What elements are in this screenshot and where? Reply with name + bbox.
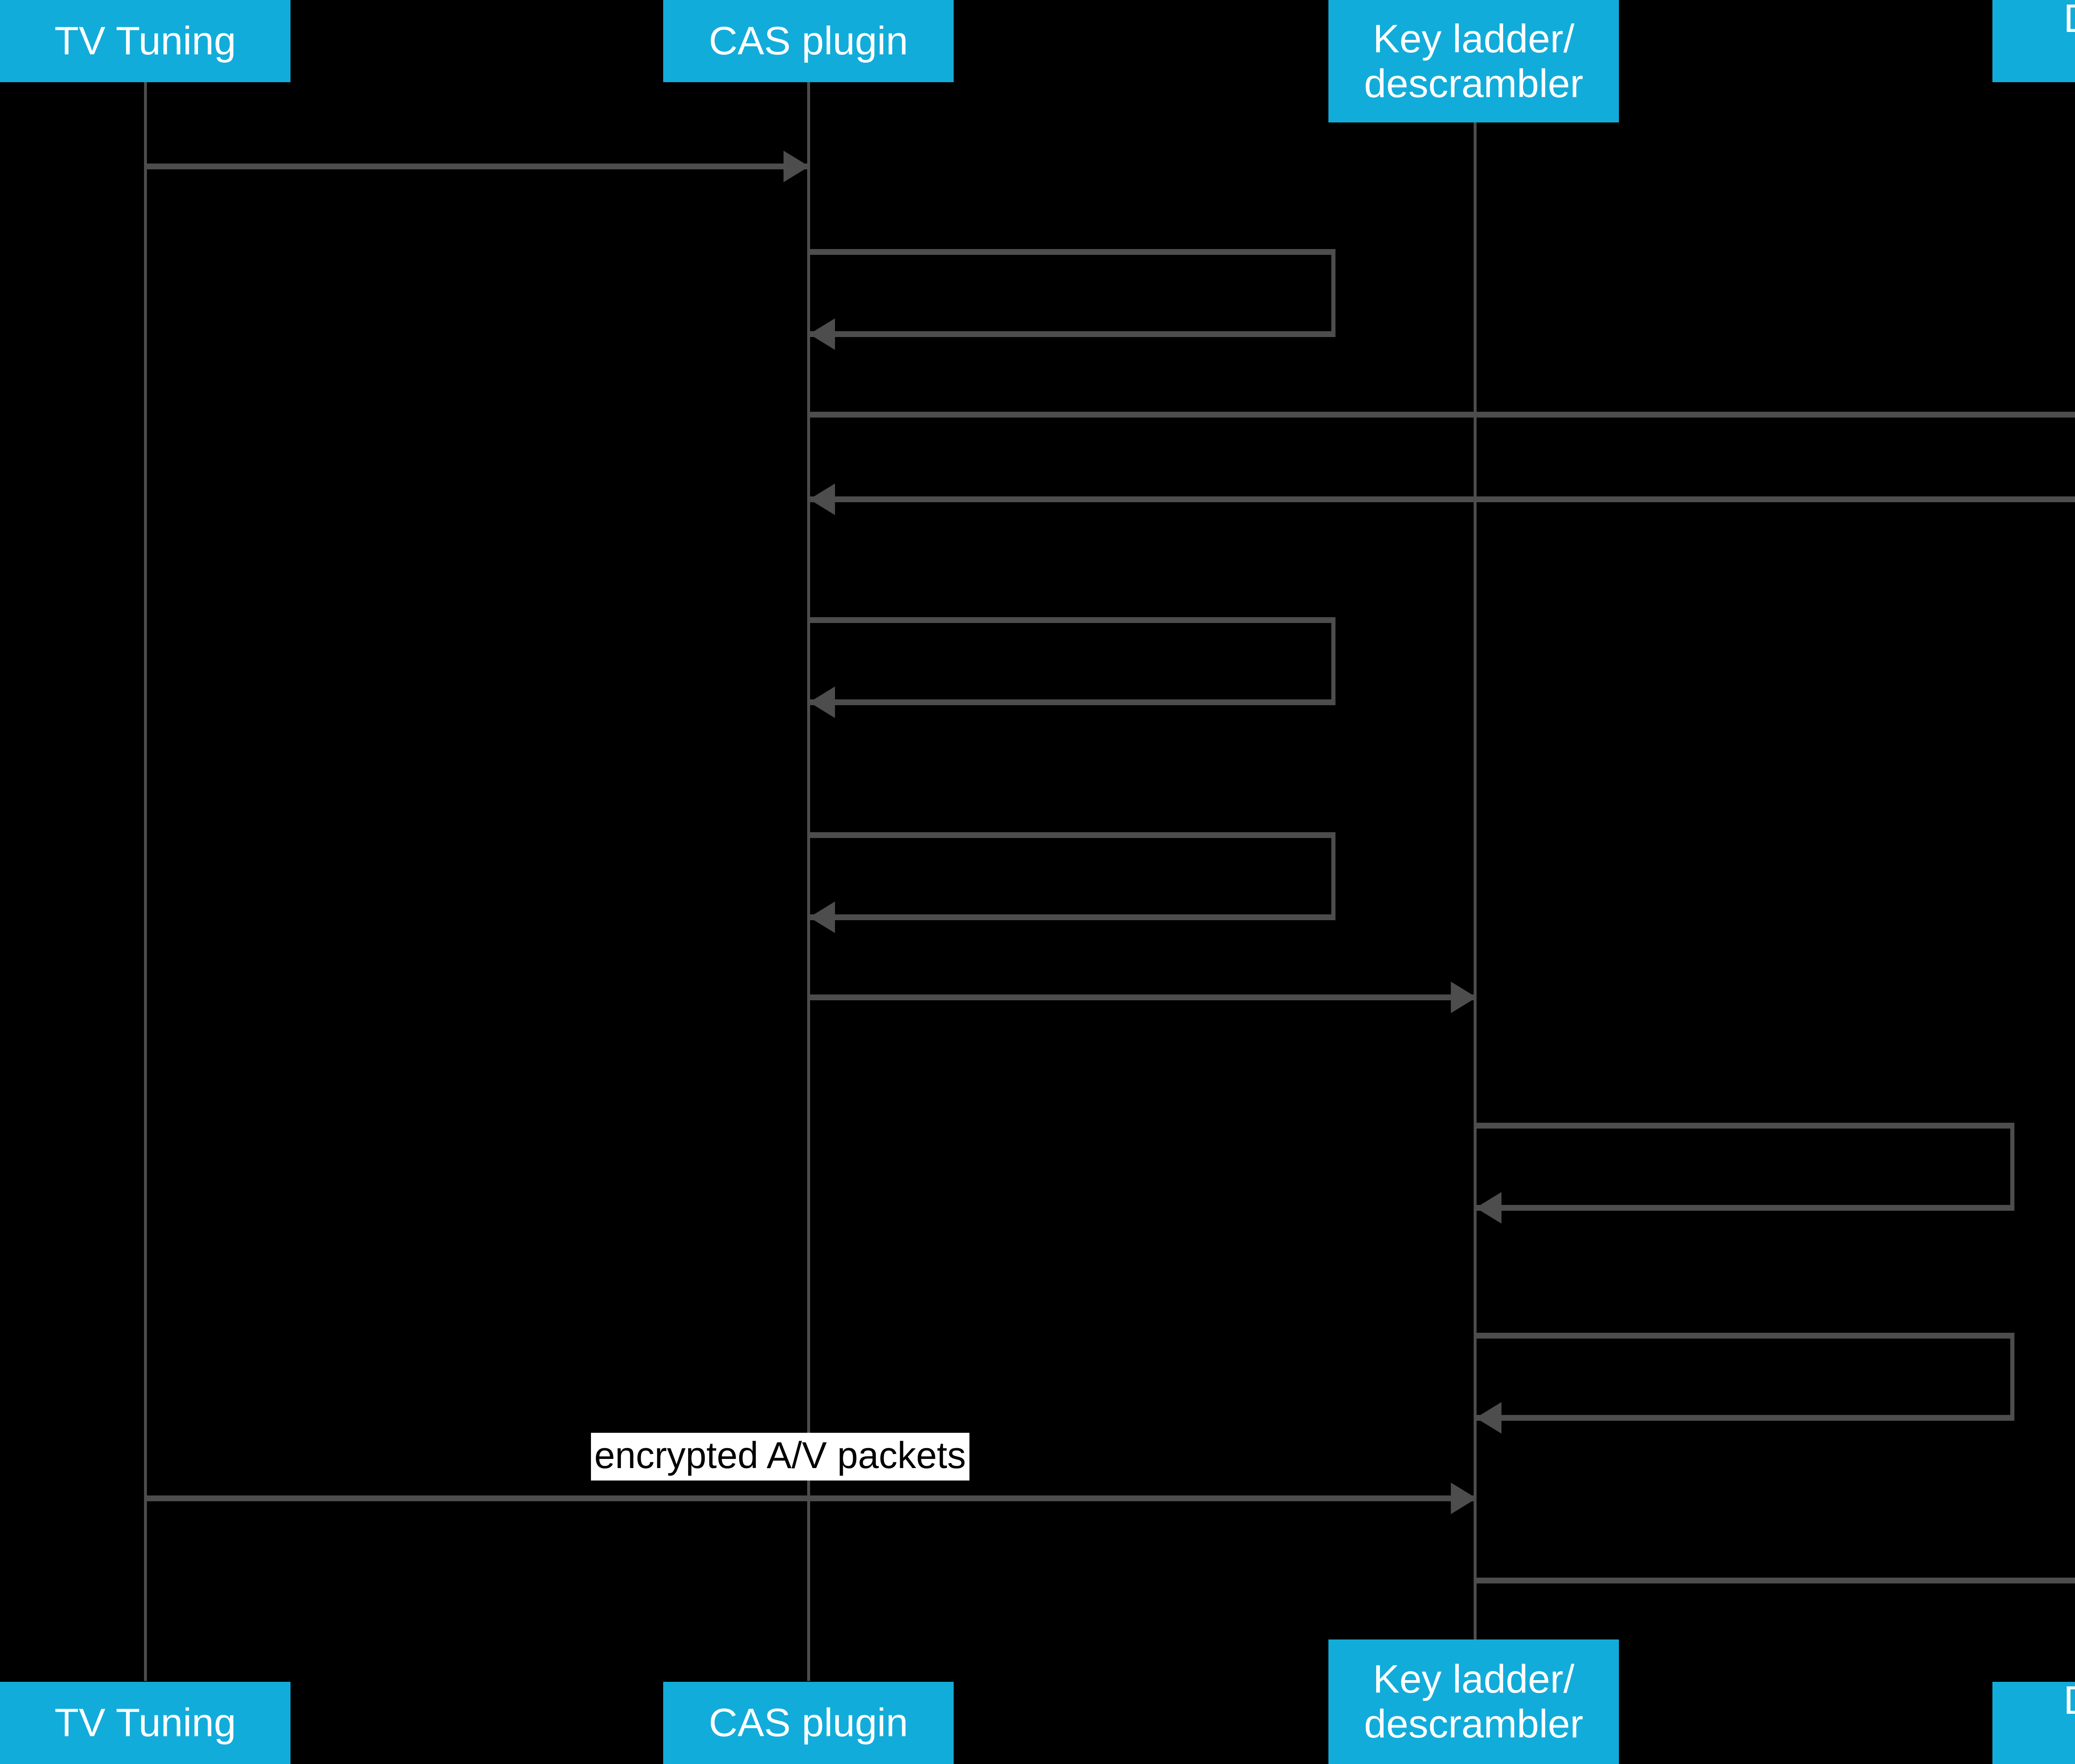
message-arrow-m2-bottom[interactable]: [808, 331, 1335, 337]
actor-header-key-ladder[interactable]: Key ladder/ descrambler: [1328, 0, 1619, 122]
message-arrow-m7[interactable]: [808, 994, 1477, 1000]
message-arrow-m8-bottom[interactable]: [1475, 1205, 2014, 1211]
message-arrow-m5-side: [1331, 617, 1335, 705]
arrowhead-m4: [809, 484, 835, 515]
message-arrow-m5-bottom[interactable]: [808, 699, 1335, 705]
lifeline-key-ladder: [1474, 122, 1477, 1639]
message-arrow-m6-bottom[interactable]: [808, 914, 1335, 920]
message-arrow-m8-top[interactable]: [1475, 1123, 2014, 1129]
actor-header-decode[interactable]: Decode, display: [1992, 0, 2075, 82]
actor-footer-key-ladder[interactable]: Key ladder/ descrambler: [1328, 1639, 1619, 1764]
arrowhead-m6: [809, 902, 835, 933]
arrowhead-m5: [809, 687, 835, 718]
actor-footer-tv-tuning[interactable]: TV Tuning: [0, 1682, 290, 1764]
message-label-encrypted-av-packets: encrypted A/V packets: [591, 1433, 969, 1481]
message-arrow-m11[interactable]: [1475, 1578, 2075, 1583]
message-arrow-m3[interactable]: [808, 412, 2075, 418]
arrowhead-m1: [784, 151, 809, 182]
arrowhead-m2: [809, 318, 835, 350]
message-arrow-m10[interactable]: [145, 1495, 1477, 1501]
actor-header-tv-tuning[interactable]: TV Tuning: [0, 0, 290, 82]
actor-footer-decode[interactable]: Decode, display: [1992, 1678, 2075, 1764]
lifeline-tv-tuning: [144, 82, 147, 1681]
lifeline-cas-plugin: [807, 82, 810, 1681]
arrowhead-m9: [1476, 1402, 1501, 1434]
actor-footer-cas-plugin[interactable]: CAS plugin: [663, 1682, 954, 1764]
message-arrow-m4[interactable]: [808, 496, 2075, 502]
message-arrow-m9-side: [2010, 1333, 2014, 1421]
message-arrow-m6-side: [1331, 832, 1335, 920]
message-arrow-m2-top[interactable]: [808, 249, 1335, 255]
message-arrow-m8-side: [2010, 1123, 2014, 1211]
message-arrow-m6-top[interactable]: [808, 832, 1335, 838]
message-arrow-m1[interactable]: [145, 164, 809, 169]
message-arrow-m5-top[interactable]: [808, 617, 1335, 623]
actor-header-cas-plugin[interactable]: CAS plugin: [663, 0, 954, 82]
arrowhead-m7: [1451, 982, 1477, 1013]
arrowhead-m8: [1476, 1192, 1501, 1224]
message-arrow-m9-bottom[interactable]: [1475, 1415, 2014, 1421]
message-arrow-m9-top[interactable]: [1475, 1333, 2014, 1339]
message-arrow-m2-side: [1331, 249, 1335, 337]
arrowhead-m10: [1451, 1483, 1477, 1514]
